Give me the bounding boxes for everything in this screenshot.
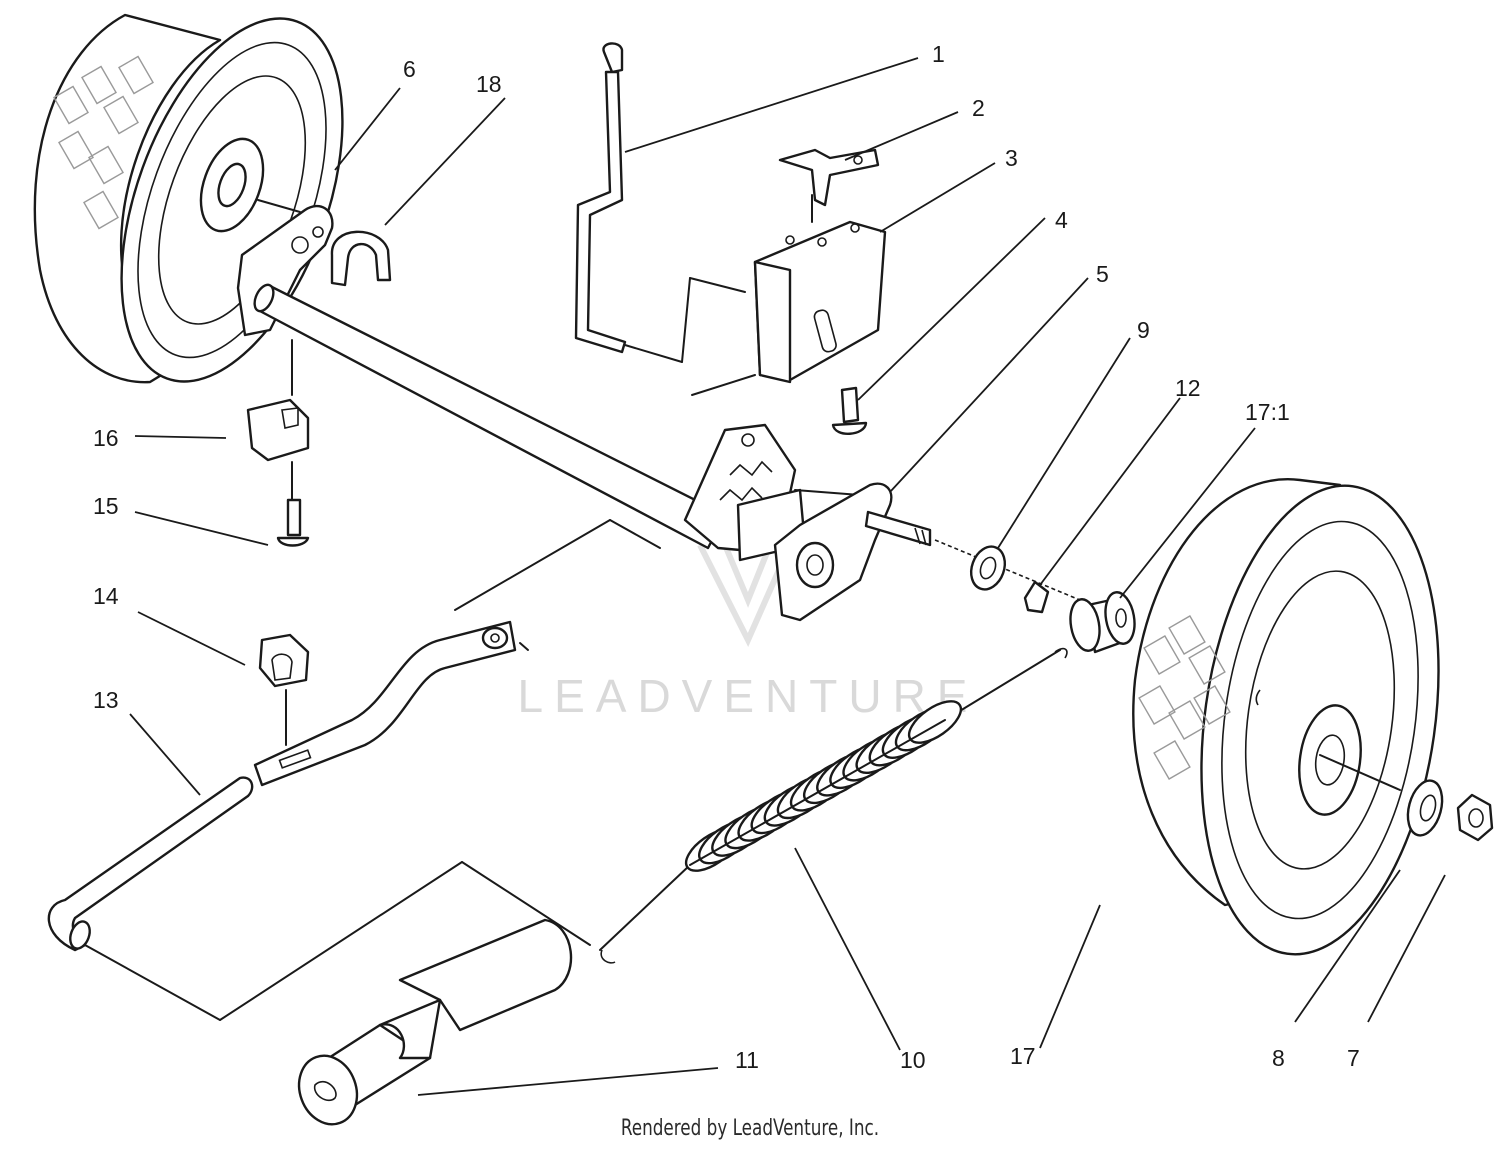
callout-13: 13 xyxy=(93,687,119,713)
part-8-washer xyxy=(1406,779,1444,837)
callout-10: 10 xyxy=(900,1047,926,1073)
part-7-nut xyxy=(1456,793,1494,842)
callout-17: 17 xyxy=(1010,1043,1036,1069)
part-9-washer xyxy=(969,545,1007,591)
watermark: LEADVENTURE xyxy=(518,543,979,722)
callout-6: 6 xyxy=(403,56,416,82)
callout-15: 15 xyxy=(93,493,119,519)
callout-4: 4 xyxy=(1055,207,1068,233)
part-5-adjuster xyxy=(683,423,932,622)
handle-tube xyxy=(47,776,591,1021)
callout-14: 14 xyxy=(93,583,119,609)
callout-12: 12 xyxy=(1175,375,1201,401)
callout-labels: 1 2 3 4 5 6 7 8 9 10 11 12 13 14 15 16 1… xyxy=(93,41,1360,1073)
part-15-screw xyxy=(276,498,310,547)
callout-7: 7 xyxy=(1347,1045,1360,1071)
callout-18: 18 xyxy=(476,71,502,97)
footer-credit: Rendered by LeadVenture, Inc. xyxy=(620,1116,880,1141)
part-17-1-bushing xyxy=(1069,591,1136,654)
part-2-clip xyxy=(778,148,880,223)
watermark-logo-icon xyxy=(697,543,793,648)
part-14-block xyxy=(258,633,310,746)
callout-9: 9 xyxy=(1137,317,1150,343)
callout-3: 3 xyxy=(1005,145,1018,171)
axle-rod xyxy=(253,283,727,550)
part-12-lock-washer xyxy=(1023,580,1050,614)
callout-5: 5 xyxy=(1096,261,1109,287)
watermark-text: LEADVENTURE xyxy=(518,670,979,722)
right-wheel xyxy=(1132,478,1440,956)
callout-17-1: 17:1 xyxy=(1245,399,1290,425)
callout-8: 8 xyxy=(1272,1045,1285,1071)
part-18-clip xyxy=(330,230,392,287)
callout-11: 11 xyxy=(735,1047,759,1073)
callout-1: 1 xyxy=(932,41,945,67)
part-16-bracket xyxy=(246,339,310,501)
part-3-bracket xyxy=(691,220,887,396)
part-1-lever xyxy=(574,42,746,363)
part-13-arm xyxy=(253,519,661,787)
callout-16: 16 xyxy=(93,425,119,451)
part-10-spring xyxy=(599,647,1068,964)
callout-2: 2 xyxy=(972,95,985,121)
leader-lines xyxy=(129,57,1446,1096)
part-4-screw xyxy=(831,386,868,435)
part-11-grip xyxy=(297,918,573,1126)
